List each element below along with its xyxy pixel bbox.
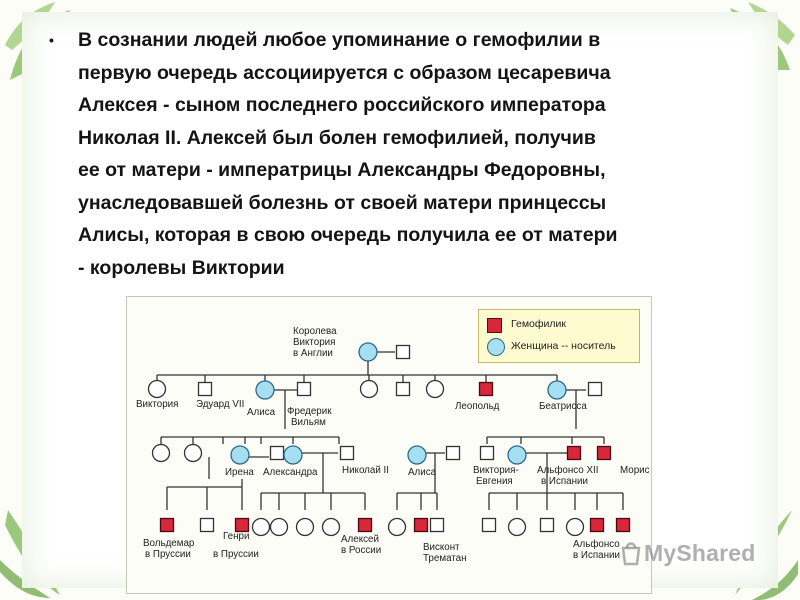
label-beatrice: Беатрисса — [539, 401, 587, 412]
label-alexandra: Александра — [263, 467, 318, 478]
label-henry-1: Генри — [223, 531, 249, 542]
label-alice: Алиса — [247, 407, 276, 418]
pedigree-node-gen4-f4 — [321, 517, 341, 537]
label-frederick-2: Вильям — [291, 417, 326, 428]
pedigree-node-gen3-f2 — [183, 443, 203, 463]
label-alfonso12-1: Альфонсо XII — [537, 465, 598, 476]
pedigree-node-beatrice — [547, 380, 567, 400]
label-alexei-1: Алексей — [341, 534, 379, 545]
label-waldemar-2: в Пруссии — [145, 549, 191, 560]
pedigree-node-frederick — [296, 381, 312, 397]
myshared-logo-icon — [621, 542, 641, 566]
legend-label-carrier: Женщина -- носитель — [511, 340, 616, 352]
label-victoria-top-2: Виктория — [293, 337, 335, 348]
pedigree-node-victoria-eugenie — [507, 445, 527, 465]
pedigree-node-gen4-m5 — [615, 517, 631, 533]
pedigree-node-maurice — [596, 445, 612, 461]
label-alfonso12-2: в Испании — [541, 476, 588, 487]
pedigree-node-alexei — [357, 517, 373, 533]
label-alexei-2: в России — [341, 545, 381, 556]
pedigree-node-gen4-f5 — [387, 517, 407, 537]
hemophiliac-square-icon — [487, 318, 502, 333]
watermark: MyShared — [644, 540, 756, 566]
carrier-circle-icon — [487, 338, 505, 356]
pedigree-lines — [156, 351, 624, 510]
pedigree-node-gen4-f1 — [251, 517, 271, 537]
pedigree-node-alfonso12 — [566, 445, 582, 461]
label-leopold: Леопольд — [455, 401, 500, 412]
label-waldemar-1: Вольдемар — [143, 538, 195, 549]
pedigree-node-gen3-m1 — [479, 445, 495, 461]
pedigree-node-gen4-f2 — [269, 517, 289, 537]
pedigree-node-gen4-f7 — [565, 517, 585, 537]
pedigree-node-henry — [234, 517, 250, 533]
pedigree-node-alisa2-husband — [445, 445, 461, 461]
pedigree-node-leopold — [478, 381, 494, 397]
pedigree-node-nicholas — [339, 445, 355, 461]
label-victoria-eugenie-1: Виктория- — [473, 465, 519, 476]
pedigree-node-gen3-f1 — [151, 443, 171, 463]
pedigree-node-beatrice-husband — [587, 381, 603, 397]
pedigree-node-gen2-f2 — [425, 379, 445, 399]
slide-paragraph: • В сознании людей любое упоминание о ге… — [49, 24, 750, 284]
pedigree-node-gen4-m1 — [199, 517, 215, 533]
pedigree-node-albert — [395, 344, 411, 360]
label-victoria: Виктория — [136, 399, 178, 410]
pedigree-node-irene-husband — [269, 445, 285, 461]
label-nicholas: Николай II — [342, 465, 389, 476]
pedigree-node-gen4-m3 — [481, 517, 497, 533]
pedigree-node-victoria — [147, 379, 167, 399]
label-henry-2: в Пруссии — [213, 549, 259, 560]
pedigree-node-gen4-m2 — [429, 517, 445, 533]
pedigree-node-edward — [197, 381, 213, 397]
bullet-point: • — [49, 32, 54, 48]
label-viscount-1: Висконт — [423, 542, 460, 553]
pedigree-symbols — [147, 342, 631, 537]
pedigree-legend: Гемофилик Женщина -- носитель — [478, 309, 640, 363]
pedigree-node-alice — [255, 380, 275, 400]
pedigree-node-waldemar — [159, 517, 175, 533]
pedigree-node-gen2-m1 — [395, 381, 411, 397]
label-alfonso-2: в Испании — [573, 550, 620, 561]
label-viscount-2: Трематан — [423, 553, 467, 564]
pedigree-node-gen4-f6 — [507, 517, 527, 537]
pedigree-node-viscount — [413, 517, 429, 533]
label-irene: Ирена — [225, 467, 254, 478]
pedigree-node-gen4-m4 — [539, 517, 555, 533]
pedigree-node-alisa2 — [407, 445, 427, 465]
pedigree-node-irene — [230, 445, 250, 465]
label-victoria-top-1: Королева — [293, 326, 337, 337]
legend-label-hemophiliac: Гемофилик — [511, 318, 566, 330]
label-victoria-top-3: в Англии — [293, 348, 333, 359]
label-frederick-1: Фредерик — [287, 406, 332, 417]
label-victoria-eugenie-2: Евгения — [476, 476, 513, 487]
pedigree-node-victoria-queen — [358, 342, 378, 362]
pedigree-node-alexandra — [283, 445, 303, 465]
label-edward: Эдуард VII — [196, 399, 244, 410]
label-alfonso-1: Альфонсо — [573, 539, 620, 550]
label-maurice: Морис — [620, 465, 650, 476]
slide-paragraph-text: В сознании людей любое упоминание о гемо… — [78, 29, 618, 279]
pedigree-node-gen2-f1 — [359, 379, 379, 399]
pedigree-node-gen4-f3 — [295, 517, 315, 537]
pedigree-node-alfonso — [589, 517, 605, 533]
label-alisa2: Алиса — [408, 467, 437, 478]
